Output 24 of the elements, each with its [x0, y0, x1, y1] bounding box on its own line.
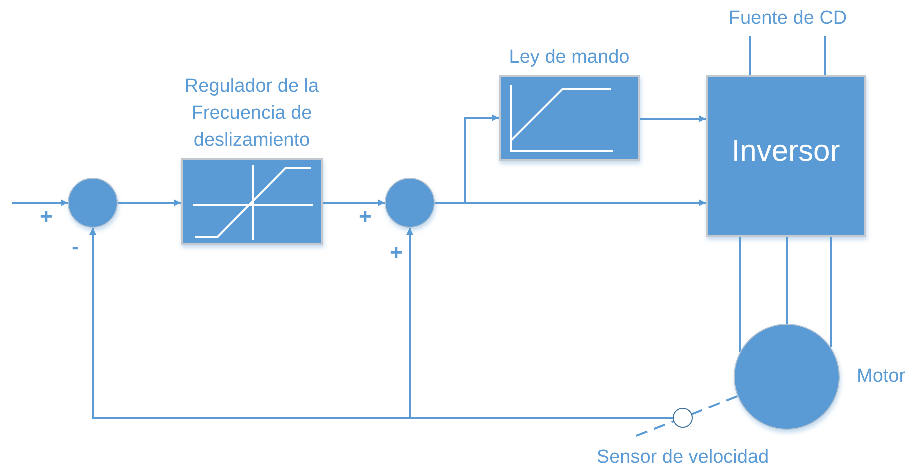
arrow [323, 200, 385, 206]
block-label: Inversor [732, 135, 840, 169]
connector-line [739, 237, 741, 352]
arrow [435, 200, 706, 206]
summing-junction [68, 178, 118, 228]
sign-label: - [72, 236, 80, 258]
connector-line [830, 237, 832, 348]
block-title: Ley de mando [508, 46, 631, 70]
sign-label: + [40, 206, 53, 228]
motor-label: Motor [857, 366, 906, 388]
connector-line [692, 395, 738, 416]
inverter-block [706, 75, 866, 237]
arrow [12, 200, 68, 206]
power-source-label: Fuente de CD [706, 6, 870, 36]
sensor-label: Sensor de velocidad [596, 447, 770, 469]
arrow [640, 116, 706, 122]
connector-line [786, 237, 788, 324]
connector-line [749, 36, 751, 75]
connector-line [824, 36, 826, 75]
arrow [118, 200, 181, 206]
sign-label: + [359, 206, 372, 228]
sign-label: + [390, 242, 403, 264]
block-title: Regulador de la Frecuencia de deslizamiento [184, 75, 320, 153]
summing-junction [385, 178, 435, 228]
